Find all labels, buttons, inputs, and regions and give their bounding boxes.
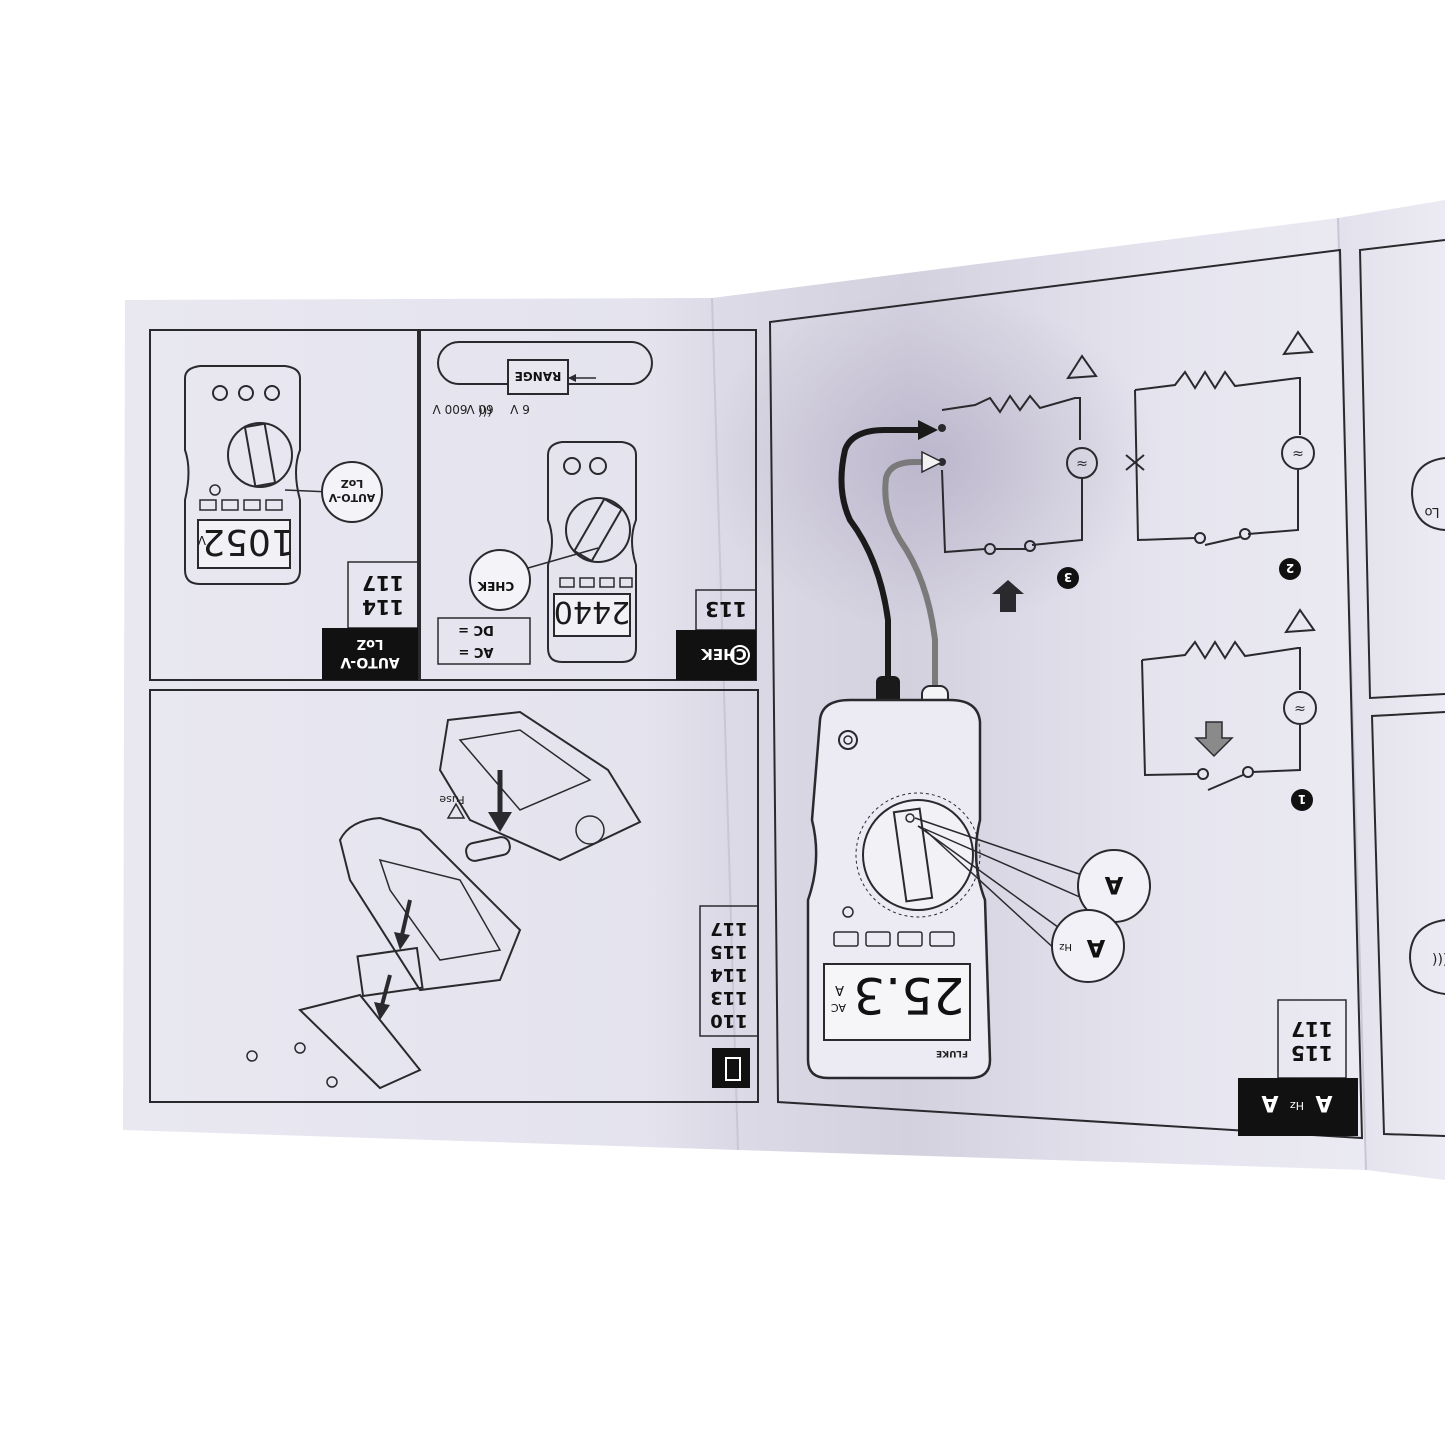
autov-display-unit: V xyxy=(197,533,206,547)
svg-text:A: A xyxy=(1261,1090,1278,1115)
svg-text:))): ))) xyxy=(1432,952,1445,968)
range-button-label: RANGE xyxy=(515,369,562,383)
panel-battery: Fuse 110 113 114 115 117 xyxy=(149,689,759,1103)
panel-right-edge: Lo ))) xyxy=(1358,239,1445,1137)
range-600v: 600 V xyxy=(432,402,468,416)
legend-ac: AC = xyxy=(458,644,493,659)
svg-text:≈: ≈ xyxy=(1292,446,1304,462)
svg-text:A: A xyxy=(1104,871,1123,899)
panel-v-chek: RANGE 600 V 60 V 6 V ))) 2440 CHEK xyxy=(419,329,757,681)
vchek-display-reading: 2440 xyxy=(554,594,630,629)
amps-display-reading: 25.3 xyxy=(853,966,964,1024)
autov-model-117: 117 xyxy=(362,571,404,595)
step-2: 2 xyxy=(1286,561,1294,575)
svg-text:≈: ≈ xyxy=(1076,456,1088,472)
battery-model-117: 117 xyxy=(710,918,748,939)
amps-display-mode: AC xyxy=(831,1001,846,1014)
range-60v: 60 V xyxy=(466,402,494,416)
autov-display-reading: 1052 xyxy=(202,521,294,562)
svg-text:A: A xyxy=(1315,1090,1332,1115)
battery-model-110: 110 xyxy=(710,1010,748,1031)
autov-callout-line2: LoZ xyxy=(341,477,364,490)
svg-text:A: A xyxy=(1086,934,1105,962)
panel-amps: ≈ 3 ≈ xyxy=(768,248,1364,1140)
vchek-model: 113 xyxy=(705,597,747,621)
battery-model-114: 114 xyxy=(710,964,748,985)
left-page xyxy=(123,298,738,1150)
tag-hz: Hz xyxy=(1290,1099,1304,1112)
circuit-1: ≈ 1 xyxy=(1141,608,1317,811)
step-3: 3 xyxy=(1064,570,1072,584)
panel-auto-v: 1052 V AUTO-V LoZ 114 117 AUTO-V LoZ xyxy=(149,329,419,681)
amps-model-115: 115 xyxy=(1291,1041,1333,1065)
vchek-tag: CHEK xyxy=(700,645,747,663)
callout-hz: Hz xyxy=(1059,941,1072,952)
autov-callout-line1: AUTO-V xyxy=(328,491,375,504)
autov-tag-line1: AUTO-V xyxy=(340,654,399,670)
battery-model-115: 115 xyxy=(710,941,748,962)
battery-model-113: 113 xyxy=(710,987,748,1008)
svg-text:))): ))) xyxy=(478,404,492,418)
autov-model-114: 114 xyxy=(362,595,404,619)
right-edge-text: Lo xyxy=(1424,504,1439,519)
battery-icon xyxy=(725,1057,741,1081)
amps-model-117: 117 xyxy=(1291,1017,1333,1041)
fuse-label: Fuse xyxy=(439,793,464,806)
svg-text:≈: ≈ xyxy=(1294,701,1306,717)
vchek-callout: CHEK xyxy=(477,579,514,593)
range-6v: 6 V xyxy=(509,402,529,416)
step-1: 1 xyxy=(1298,792,1306,806)
circuit-2: ≈ 2 xyxy=(1125,330,1315,580)
amps-display-unit: A xyxy=(835,982,844,997)
legend-dc: DC = xyxy=(458,622,494,637)
autov-tag-line2: LoZ xyxy=(357,636,384,651)
brand-label: FLUKE xyxy=(936,1048,968,1058)
circuit-3: ≈ 3 xyxy=(938,354,1098,612)
